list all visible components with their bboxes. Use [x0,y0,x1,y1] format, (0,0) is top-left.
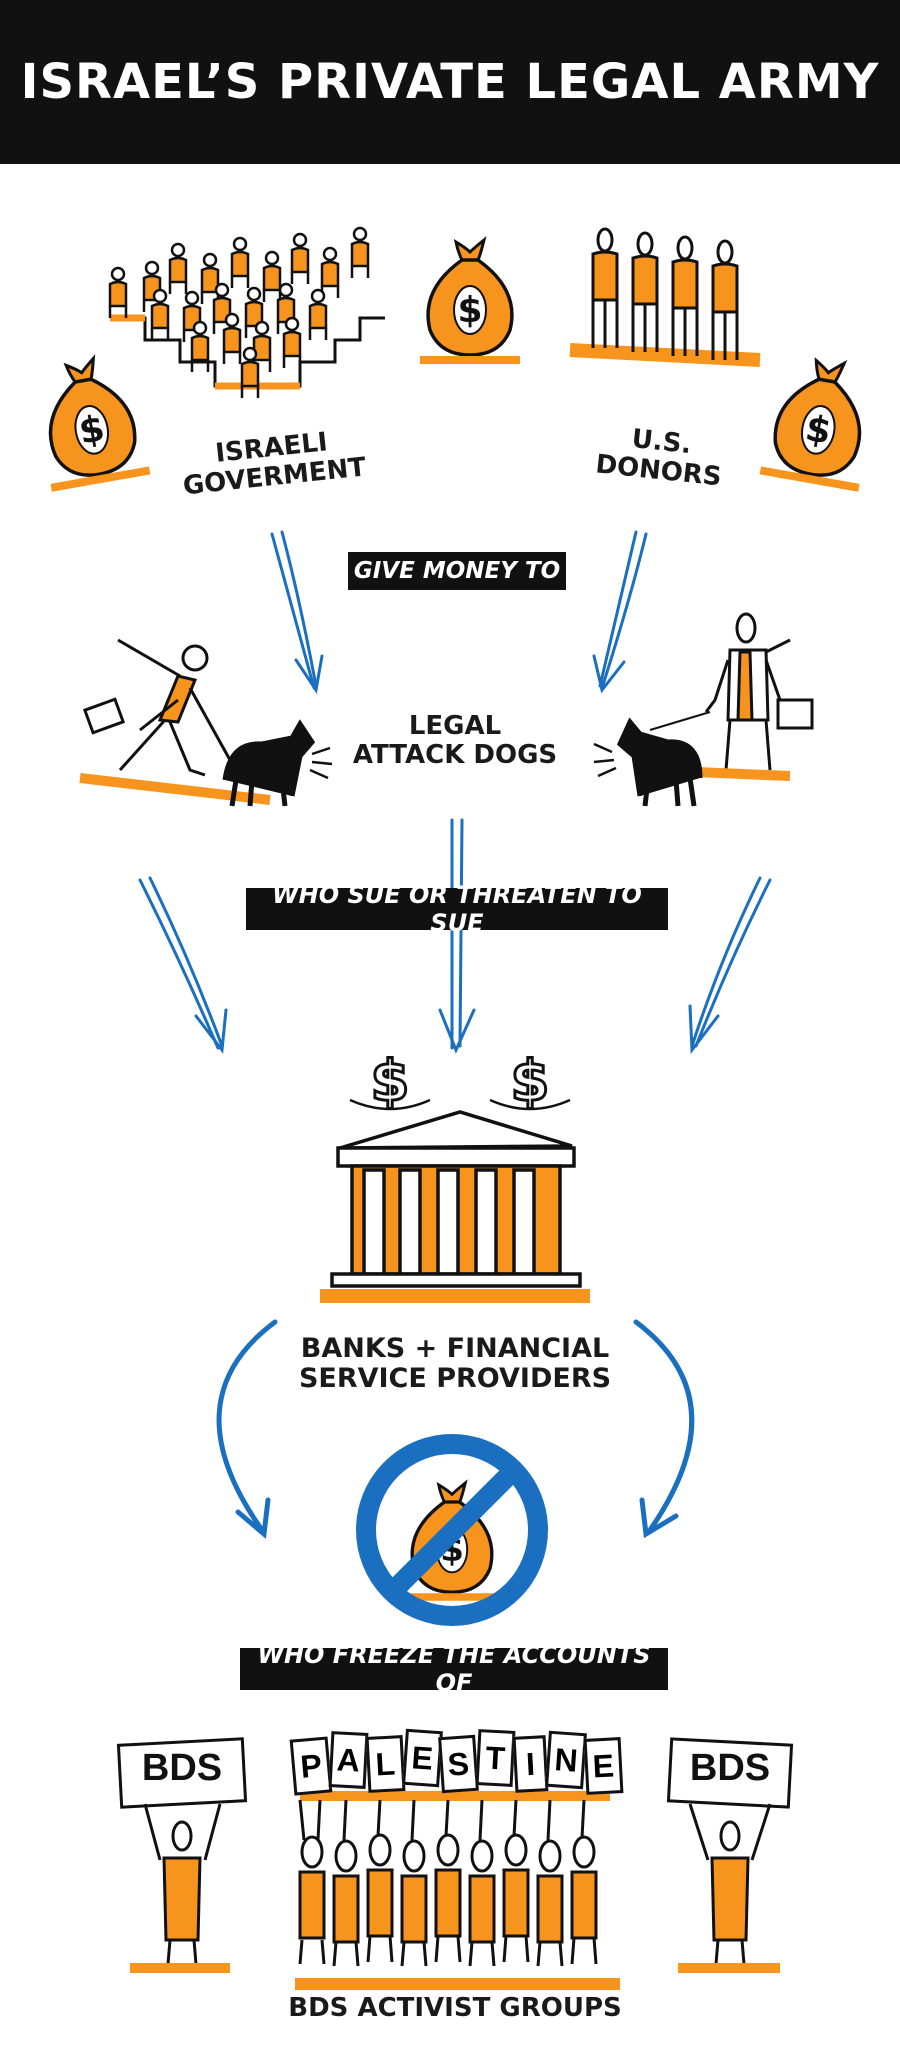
money-bag-icon [760,352,879,488]
prohibited-money-icon [356,1434,548,1626]
lawyer-icon [695,612,814,781]
sign-letter: I [512,1735,549,1793]
sign-letter: E [401,1728,443,1788]
svg-text:$: $ [371,1049,410,1114]
sign-letter: S [438,1734,480,1794]
node-label-line: LEGAL [408,711,502,741]
sign-letter: P [289,1736,333,1796]
sign-letter: E [583,1737,624,1795]
svg-text:$: $ [511,1049,550,1114]
sign-letter: T [475,1729,516,1787]
palestine-sign: P A L E S T I N E [289,1728,624,1796]
crowd-icon [569,227,761,367]
arrow-to-bank [138,818,772,1055]
connector-who-sue: WHO SUE OR THREATEN TO SUE [246,881,668,937]
protester-right [666,1737,794,1965]
sign-letter: A [329,1731,369,1789]
bank-building-icon [320,1110,590,1303]
sign-left: BDS [141,1747,223,1789]
dog-icon [222,719,333,807]
dog-icon [593,711,711,807]
sign-letter: N [544,1730,588,1790]
protester-left [116,1737,248,1965]
protester-group [130,1791,780,1990]
node-label-line: ATTACK DOGS [352,739,558,770]
sign-right: BDS [689,1747,771,1789]
crowd-icon [108,226,385,400]
sign-letter: L [365,1735,406,1793]
money-bag-icon [30,352,149,488]
connector-give-money: GIVE MONEY TO [348,552,566,590]
title-banner: ISRAEL’S PRIVATE LEGAL ARMY [0,0,900,164]
node-label-line: SERVICE PROVIDERS [298,1362,612,1394]
lawyer-icon [79,638,271,805]
connector-who-freeze: WHO FREEZE THE ACCOUNTS OF [240,1641,668,1697]
node-banks: BANKS + FINANCIAL SERVICE PROVIDERS [280,1334,630,1393]
node-label-line: BANKS + FINANCIAL [300,1333,610,1364]
arrow-to-lawyers [270,530,648,694]
page-title: ISRAEL’S PRIVATE LEGAL ARMY [20,54,880,110]
node-legal-attack-dogs: LEGAL ATTACK DOGS [320,712,590,769]
dollar-icon: $ $ [349,1048,571,1116]
money-bag-icon [420,240,520,360]
arrow-from-bank [216,1319,695,1539]
node-bds-groups: BDS ACTIVIST GROUPS [288,1993,622,2023]
